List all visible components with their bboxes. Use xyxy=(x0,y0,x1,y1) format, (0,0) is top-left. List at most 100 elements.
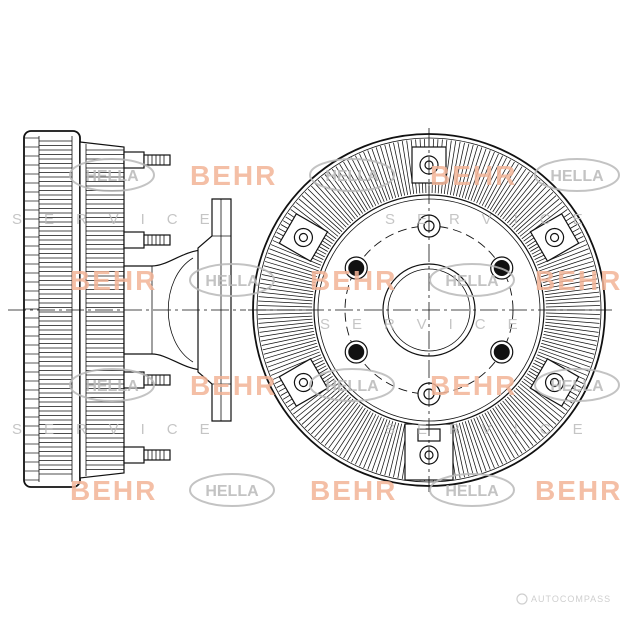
rotor-fin-line xyxy=(470,419,491,470)
rotor-fin-line xyxy=(543,274,597,287)
rotor-fin-line xyxy=(507,396,544,438)
rotor-fin-line xyxy=(260,327,314,338)
rotor-fin-line xyxy=(458,422,474,476)
rotor-fin-line xyxy=(359,416,382,467)
rotor-fin-line xyxy=(455,423,470,477)
rotor-fin-line xyxy=(487,411,515,459)
rotor-fin-line xyxy=(481,157,507,206)
stud-nut xyxy=(123,371,145,389)
mounting-stud xyxy=(123,446,171,464)
rotor-fin-line xyxy=(502,400,537,444)
rotor-fin-line xyxy=(259,324,314,333)
rotor-fin-line xyxy=(406,140,415,195)
rotor-fin-line xyxy=(258,300,313,305)
rotor-fin-line xyxy=(260,330,315,342)
rotor-fin-line xyxy=(479,155,503,205)
rotor-fin-line xyxy=(446,141,457,195)
rotor-fin-line xyxy=(545,321,600,329)
rotor-fin-line xyxy=(458,144,474,198)
stud-shaft xyxy=(143,234,171,246)
rotor-fin-line xyxy=(301,195,343,232)
rotor-fin-line xyxy=(269,248,320,269)
rotor-fin-line xyxy=(473,151,495,203)
hella-oval xyxy=(189,473,275,507)
rotor-fin-line xyxy=(363,417,385,469)
rotor-fin-line xyxy=(375,421,394,473)
rotor-fin-line xyxy=(502,176,537,220)
mounting-stud xyxy=(123,371,171,389)
rotor-fin-line xyxy=(367,419,388,470)
rotor-fin-line xyxy=(331,406,364,452)
rotor-fin-line xyxy=(536,244,588,266)
hub-bolt-head xyxy=(348,344,365,360)
rotor-fin-line xyxy=(487,161,515,209)
bolt-hole-center xyxy=(549,232,560,243)
rotor-fin-line xyxy=(543,333,597,346)
rotor-fin-line xyxy=(263,339,317,355)
stud-nut xyxy=(123,231,145,249)
rotor-fin-line xyxy=(455,143,470,197)
rotor-fin-line xyxy=(521,205,565,240)
rotor-fin-line xyxy=(449,141,461,196)
rotor-fin-line xyxy=(484,412,511,461)
rotor-fin-line xyxy=(267,252,319,272)
rotor-fin-line xyxy=(401,141,412,195)
stud-shaft xyxy=(143,449,171,461)
stud-nut xyxy=(123,446,145,464)
rotor-fin-line xyxy=(545,315,600,320)
rotor-fin-line xyxy=(328,404,361,449)
rotor-fin-line xyxy=(461,422,478,475)
site-logo-icon xyxy=(516,593,528,605)
hub-bolt-head xyxy=(493,344,510,360)
outer-bolt-pad xyxy=(529,212,580,263)
rotor-fin-line xyxy=(499,402,534,446)
outer-bolt-pad xyxy=(278,212,329,263)
hella-watermark-text: HELLA xyxy=(445,483,499,500)
rotor-fin-line xyxy=(544,287,599,296)
side-view xyxy=(8,130,246,488)
rotor-fin-line xyxy=(544,324,599,333)
rotor-fin-line xyxy=(541,342,594,359)
rotor-fin-line xyxy=(295,202,339,237)
hella-watermark-text: HELLA xyxy=(205,483,259,500)
rotor-fin-line xyxy=(384,422,400,476)
rotor-fin-line xyxy=(264,342,317,359)
bolt-hole-center xyxy=(298,377,309,388)
rotor-fin-line xyxy=(541,339,595,355)
rotor-fin-line xyxy=(262,336,316,351)
rotor-fin-line xyxy=(494,406,527,452)
rotor-fin-line xyxy=(517,385,560,422)
bolt-hole-center xyxy=(298,232,309,243)
rotor-fin-line xyxy=(513,390,554,428)
rotor-fin-line xyxy=(298,198,341,235)
hub-bolt-head xyxy=(348,260,365,276)
behr-watermark: BEHR xyxy=(70,475,157,506)
rotor-fin-line xyxy=(476,416,499,467)
hella-watermark-text: HELLA xyxy=(550,168,604,185)
rotor-fin-line xyxy=(511,188,551,228)
rotor-fin-line xyxy=(492,407,523,454)
rotor-fin-line xyxy=(380,422,397,475)
rotor-fin-line xyxy=(539,252,591,272)
rotor-fin-line xyxy=(388,423,403,477)
rotor-fin-line xyxy=(545,296,600,302)
rotor-fin-line xyxy=(452,424,465,478)
rotor-fin-line xyxy=(494,168,527,214)
rotor-fin-line xyxy=(355,415,379,465)
rotor-fin-line xyxy=(351,414,377,463)
hub-bolt-hole xyxy=(490,256,514,280)
rotor-fin-line xyxy=(311,185,349,226)
rotor-fin-line xyxy=(479,415,503,465)
hub-bolt-hole xyxy=(344,340,368,364)
hub-bolt-hole xyxy=(344,256,368,280)
rotor-fin-line xyxy=(269,351,320,372)
rotor-fin-line xyxy=(258,305,313,308)
rotor-fin-line xyxy=(499,174,534,218)
rotor-fin-line xyxy=(258,321,313,329)
rotor-fin-line xyxy=(544,327,598,338)
rotor-fin-line xyxy=(545,305,600,308)
behr-watermark: BEHR xyxy=(535,475,622,506)
rotor-fin-line xyxy=(343,411,371,459)
rotor-fin-line xyxy=(540,256,592,275)
